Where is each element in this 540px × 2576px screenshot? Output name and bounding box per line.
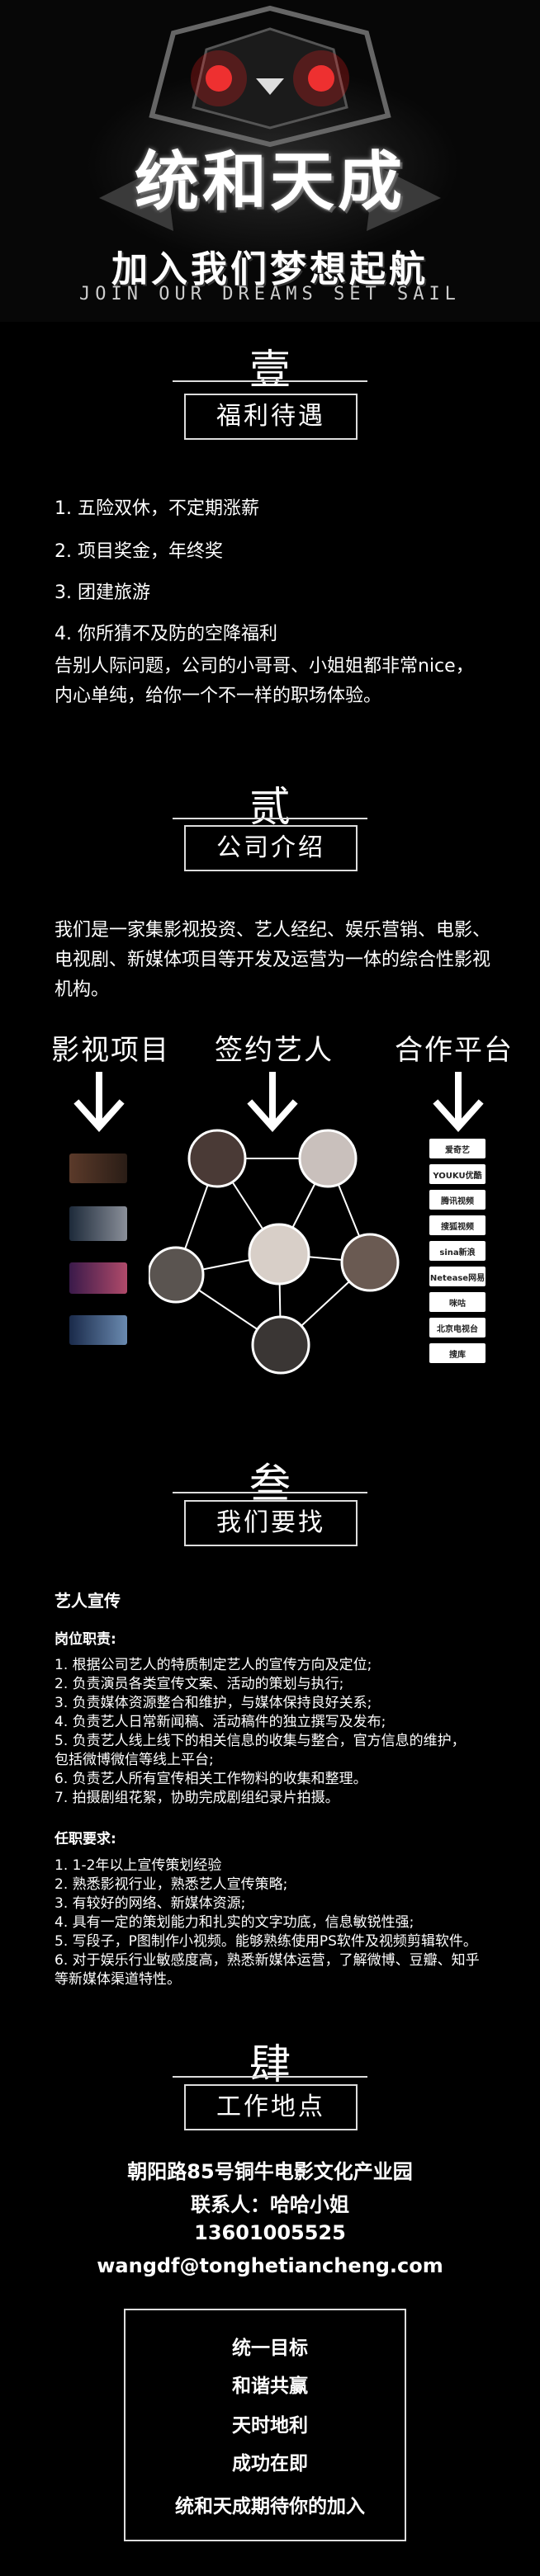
section4-number: 肆 [249, 2041, 291, 2088]
column-artists: 签约艺人 [215, 1034, 334, 1067]
slogan-line: 统一目标 [232, 2338, 308, 2359]
list-item: 5. 负责艺人线上线下的相关信息的收集与整合，官方信息的维护， [54, 1733, 466, 1749]
hero-subtitle: 加入我们梦想起航 [111, 248, 429, 290]
list-item: 4. 具有一定的策划能力和扎实的文字功底，信息敏锐性强; [54, 1914, 414, 1931]
section2-divider [173, 818, 367, 819]
project-thumb [69, 1315, 127, 1345]
list-item: 4. 负责艺人日常新闻稿、活动稿件的独立撰写及发布; [54, 1714, 386, 1730]
platform-logo: 爱奇艺 [429, 1139, 486, 1158]
list-item: 3. 负责媒体资源整合和维护，与媒体保持良好关系; [54, 1695, 372, 1711]
artist-network [149, 1129, 400, 1375]
list-item: 5. 写段子，P图制作小视频。能够熟练使用PS软件及视频剪辑软件。 [54, 1933, 477, 1950]
section1-number: 壹 [249, 346, 291, 394]
hero-english: JOIN OUR DREAMS SET SAIL [79, 284, 461, 304]
slogan-line: 成功在即 [232, 2453, 308, 2475]
section2-number: 贰 [249, 783, 291, 831]
hero-banner: 统和天成 加入我们梦想起航 JOIN OUR DREAMS SET SAIL [0, 0, 540, 322]
platform-logo: sina新浪 [429, 1241, 486, 1261]
email[interactable]: wangdf@tonghetiancheng.com [97, 2254, 443, 2277]
list-item: 6. 对于娱乐行业敏感度高，熟悉新媒体运营，了解微博、豆瓣、知乎 [54, 1952, 480, 1969]
list-item: 4. 你所猜不及防的空降福利 [54, 624, 277, 644]
list-item: 等新媒体渠道特性。 [54, 1971, 181, 1988]
slogan-box [124, 2309, 406, 2541]
duties-title: 岗位职责: [54, 1631, 116, 1648]
list-item: 7. 拍摄剧组花絮，协助完成剧组纪录片拍摄。 [54, 1790, 339, 1806]
req-title: 任职要求: [54, 1831, 116, 1847]
list-item: 1. 1-2年以上宣传策划经验 [54, 1857, 222, 1874]
list-item: 6. 负责艺人所有宣传相关工作物料的收集和整理。 [54, 1771, 367, 1787]
platform-logo: Netease网易 [429, 1267, 486, 1286]
platform-logo: 北京电视台 [429, 1318, 486, 1338]
section3-divider [173, 1492, 367, 1493]
platform-logo: 搜狐视频 [429, 1215, 486, 1235]
section3-number: 叁 [249, 1460, 291, 1507]
welfare-paragraph: 告别人际问题，公司的小哥哥、小姐姐都非常nice，内心单纯，给你一个不一样的职场… [54, 656, 474, 706]
project-thumb [69, 1206, 127, 1241]
column-projects: 影视项目 [51, 1034, 170, 1067]
list-item: 2. 项目奖金，年终奖 [54, 541, 223, 562]
section1-title: 福利待遇 [184, 394, 358, 440]
list-item: 3. 有较好的网络、新媒体资源; [54, 1895, 246, 1912]
column-platforms: 合作平台 [395, 1034, 514, 1067]
slogan-line: 和谐共赢 [232, 2375, 308, 2397]
section4-title: 工作地点 [184, 2084, 358, 2130]
list-item: 包括微博微信等线上平台; [54, 1752, 214, 1768]
section2-title: 公司介绍 [184, 825, 358, 871]
section3-title: 我们要找 [184, 1500, 358, 1546]
list-item: 2. 熟悉影视行业，熟悉艺人宣传策略; [54, 1876, 288, 1893]
platform-logo: YOUKU优酷 [429, 1164, 486, 1184]
platform-logo: 腾讯视频 [429, 1190, 486, 1210]
slogan-line: 统和天成期待你的加入 [175, 2496, 365, 2517]
contact-person: 联系人：哈哈小姐 [191, 2193, 349, 2216]
section1-divider [173, 380, 367, 382]
address: 朝阳路85号铜牛电影文化产业园 [127, 2160, 413, 2183]
list-item: 2. 负责演员各类宣传文案、活动的策划与执行; [54, 1676, 344, 1692]
role-title: 艺人宣传 [54, 1591, 121, 1611]
list-item: 3. 团建旅游 [54, 583, 150, 603]
platform-logo: 咪咕 [429, 1292, 486, 1312]
list-item: 1. 根据公司艺人的特质制定艺人的宣传方向及定位; [54, 1657, 372, 1673]
hero-title: 统和天成 [134, 145, 405, 219]
arrows-down [73, 1072, 484, 1133]
hero-emblem [99, 5, 441, 231]
list-item: 1. 五险双休，不定期涨薪 [54, 498, 259, 519]
platform-logo: 搜库 [429, 1343, 486, 1363]
company-paragraph: 我们是一家集影视投资、艺人经纪、娱乐营销、电影、电视剧、新媒体项目等开发及运营为… [54, 920, 491, 1000]
slogan-line: 天时地利 [232, 2415, 308, 2437]
project-thumb [69, 1154, 127, 1183]
phone[interactable]: 13601005525 [194, 2221, 346, 2244]
section4-divider [173, 2076, 367, 2078]
project-thumb [69, 1262, 127, 1294]
